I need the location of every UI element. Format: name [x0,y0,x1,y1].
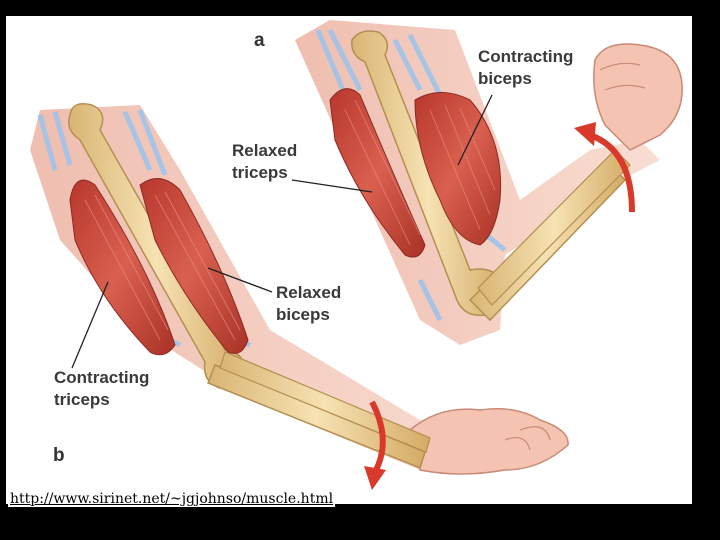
left-edge-bar [0,0,6,540]
label-contracting-biceps: Contracting biceps [478,46,573,90]
label-relaxed-biceps-line2: biceps [276,304,341,326]
label-relaxed-triceps-line2: triceps [232,162,297,184]
label-contracting-biceps-line2: biceps [478,68,573,90]
panel-letter-a: a [254,30,265,52]
panel-letter-b: b [53,445,65,467]
label-contracting-biceps-line1: Contracting [478,46,573,68]
label-contracting-triceps: Contracting triceps [54,367,149,411]
label-relaxed-triceps-line1: Relaxed [232,140,297,162]
open-hand-b [410,409,568,474]
label-relaxed-biceps-line1: Relaxed [276,282,341,304]
source-link[interactable]: http://www.sirinet.net/~jgjohnso/muscle.… [8,491,335,507]
leader-contracting-triceps [72,282,108,368]
label-relaxed-triceps: Relaxed triceps [232,140,297,184]
label-contracting-triceps-line2: triceps [54,389,149,411]
label-relaxed-biceps: Relaxed biceps [276,282,341,326]
label-contracting-triceps-line1: Contracting [54,367,149,389]
fist-a [594,44,682,150]
